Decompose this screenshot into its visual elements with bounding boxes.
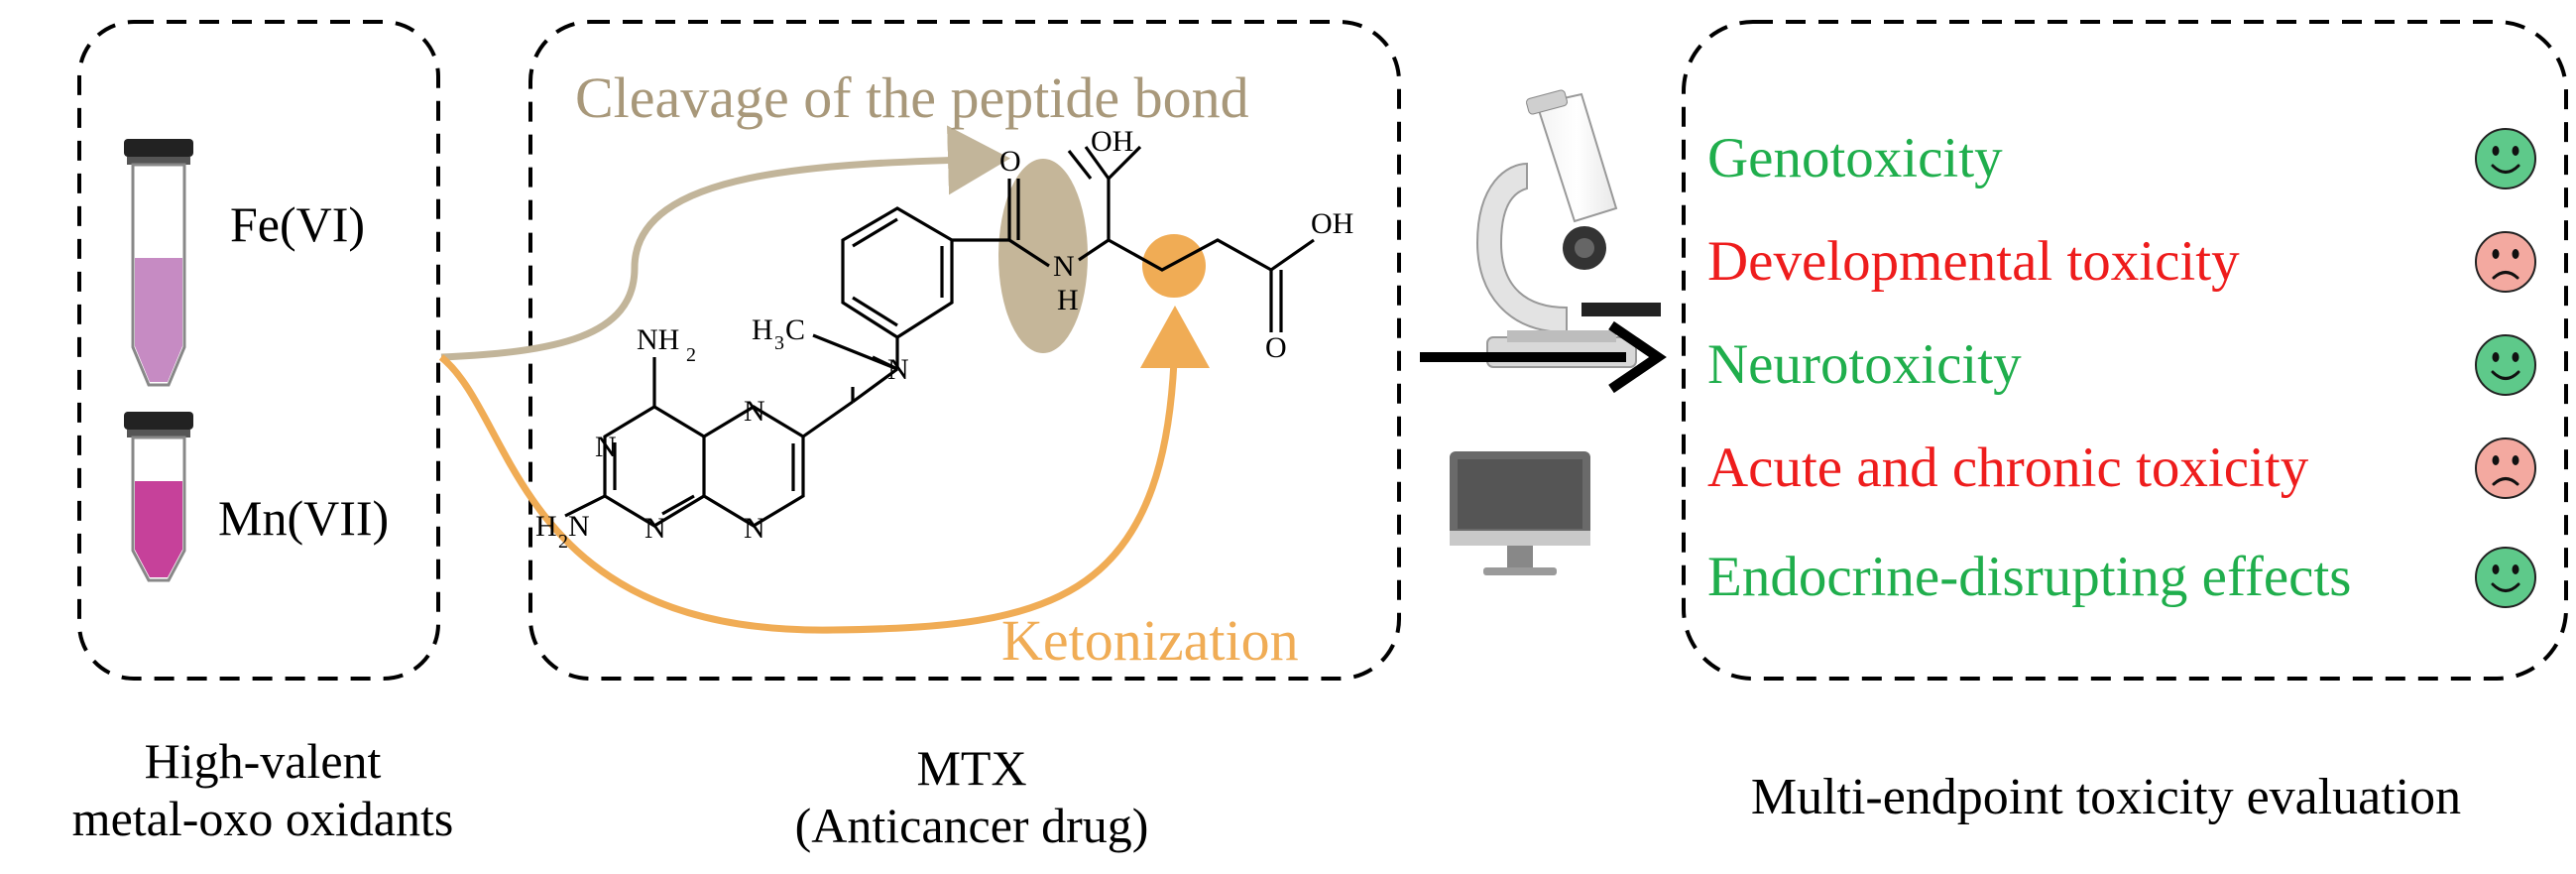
atom-oh-1: OH [1091,125,1133,158]
mn-label: Mn(VII) [218,490,389,546]
atom-nh2-bottom-sub: 2 [558,531,568,553]
computer-monitor-icon [1450,451,1590,575]
evaluation-panel [1682,20,2568,681]
atom-nh2-bottom: H [535,510,557,543]
endpoint-developmental: Developmental toxicity [1707,230,2240,293]
fe-label: Fe(VI) [230,196,365,252]
oxidants-panel [77,20,440,681]
drug-caption: MTX (Anticancer drug) [794,740,1149,853]
ketonization-site [1142,234,1206,298]
happy-face-icon [2475,547,2536,608]
evaluation-caption: Multi-endpoint toxicity evaluation [1750,769,2462,825]
atom-n-ring-3: N [744,395,765,428]
mtx-structure: OH OH O O N H NH 2 H 2 N N N N N N H 3 C [535,125,1353,553]
fe-liquid [135,258,182,382]
mn-liquid [135,481,182,577]
atom-h3c: H [752,313,773,346]
atom-o-2: O [1265,331,1287,364]
sad-face-icon [2475,437,2536,499]
atom-o-1: O [999,145,1021,178]
microscope-icon [1475,89,1661,368]
happy-face-icon [2475,128,2536,189]
atom-nh2-bottom-n: N [568,510,590,543]
evaluation-arrowhead [1608,320,1667,394]
atom-n-ring-1: N [595,431,617,463]
atom-h-amide: H [1057,284,1079,316]
ketonization-arrow [438,306,1210,634]
cleavage-arrow [440,125,1010,361]
atom-h3c-sub: 3 [774,332,784,354]
endpoint-neurotoxicity: Neurotoxicity [1707,333,2022,396]
endpoint-genotoxicity: Genotoxicity [1707,127,2003,189]
atom-nh2-top-sub: 2 [686,344,696,366]
test-tube-icon [124,139,193,387]
happy-face-icon [2475,334,2536,396]
pathway-cleavage-label: Cleavage of the peptide bond [575,65,1249,130]
atom-h3c-c: C [785,313,805,346]
atom-n-ring-4: N [744,512,765,545]
atom-oh-2: OH [1311,207,1353,240]
face-icons [2475,128,2536,608]
peptide-bond-highlight [998,159,1088,353]
atom-nh2-top: NH [637,323,679,356]
endpoint-endocrine: Endocrine-disrupting effects [1707,546,2352,608]
sad-face-icon [2475,231,2536,293]
oxidants-caption: High-valent metal-oxo oxidants [71,733,454,846]
pathway-ketonization-label: Ketonization [1001,608,1299,673]
atom-n-amide: N [1053,250,1075,283]
endpoint-acute-chronic: Acute and chronic toxicity [1707,437,2309,499]
test-tube-icon [124,412,193,582]
atom-n-methyl: N [887,353,909,386]
atom-n-ring-2: N [644,512,666,545]
